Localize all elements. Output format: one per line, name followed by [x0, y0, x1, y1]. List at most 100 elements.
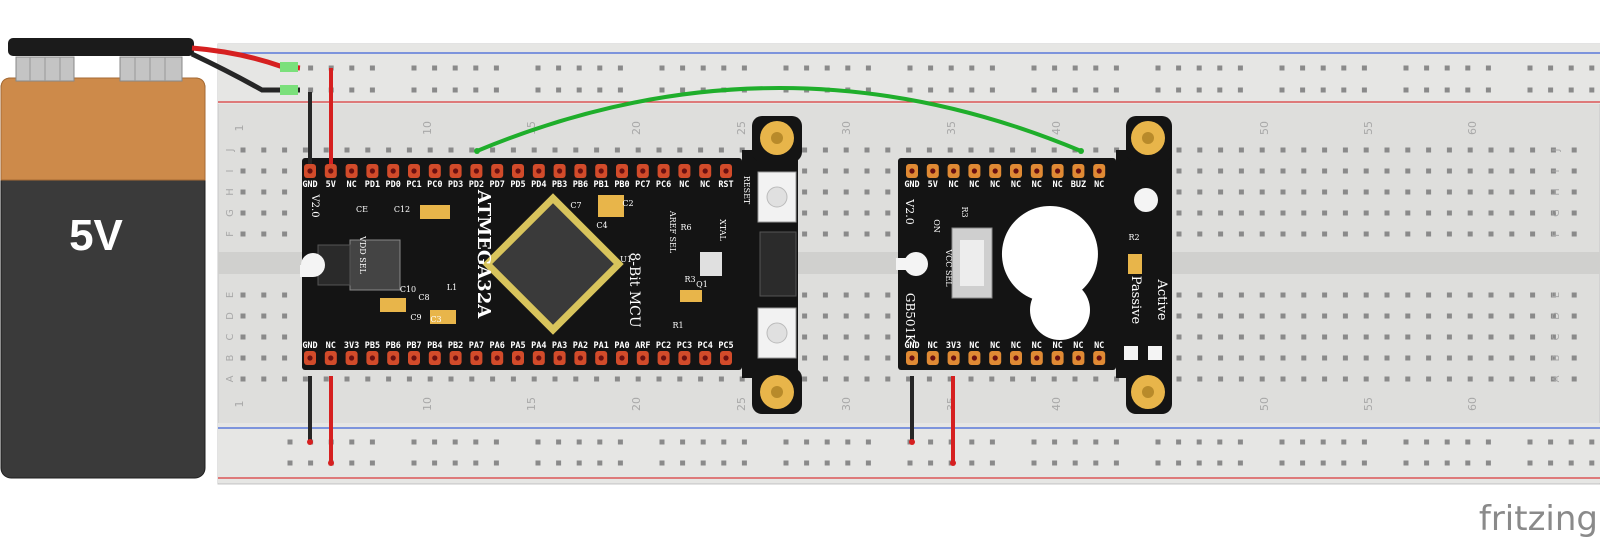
rail-hole — [969, 460, 975, 466]
terminal-hole — [1571, 334, 1577, 340]
rail-hole — [1279, 439, 1285, 445]
terminal-hole — [1176, 231, 1182, 237]
terminal-hole — [843, 334, 849, 340]
terminal-hole — [1509, 334, 1515, 340]
rail-hole — [1237, 460, 1243, 466]
rail-hole — [1361, 460, 1367, 466]
rail-hole — [1300, 460, 1306, 466]
terminal-hole — [1197, 168, 1203, 174]
rail-hole — [1341, 439, 1347, 445]
terminal-hole — [261, 147, 267, 153]
terminal-hole — [1363, 189, 1369, 195]
silkscreen-label: C3 — [430, 315, 441, 324]
terminal-hole — [802, 376, 808, 382]
rail-hole — [1072, 65, 1078, 71]
rail-hole — [1031, 65, 1037, 71]
terminal-hole — [282, 313, 288, 319]
mcu-bottom-pads — [304, 351, 732, 365]
terminal-hole — [1218, 231, 1224, 237]
terminal-hole — [1384, 189, 1390, 195]
rail-hole — [969, 439, 975, 445]
terminal-hole — [1010, 147, 1016, 153]
terminal-hole — [1509, 147, 1515, 153]
terminal-hole — [1197, 334, 1203, 340]
terminal-hole — [1405, 147, 1411, 153]
terminal-hole — [1426, 376, 1432, 382]
terminal-hole — [1238, 189, 1244, 195]
terminal-hole — [1218, 189, 1224, 195]
rail-hole — [1424, 87, 1430, 93]
terminal-hole — [843, 147, 849, 153]
pin-label: NC — [700, 180, 710, 190]
silkscreen-label: C7 — [570, 201, 581, 210]
rail-hole — [535, 460, 541, 466]
rail-hole — [1444, 460, 1450, 466]
pin-label: PC5 — [718, 341, 733, 351]
terminal-hole — [1467, 168, 1473, 174]
rail-hole — [1527, 439, 1533, 445]
terminal-hole — [1197, 313, 1203, 319]
terminal-hole — [365, 376, 371, 382]
pin-label: NC — [969, 341, 979, 351]
rail-hole — [948, 87, 954, 93]
terminal-hole — [261, 313, 267, 319]
terminal-hole — [1530, 210, 1536, 216]
terminal-hole — [386, 376, 392, 382]
terminal-hole — [1218, 376, 1224, 382]
terminal-hole — [261, 355, 267, 361]
terminal-hole — [1301, 189, 1307, 195]
rail-hole — [804, 65, 810, 71]
rail-hole — [1320, 65, 1326, 71]
terminal-hole — [1571, 189, 1577, 195]
rail-hole — [1485, 439, 1491, 445]
terminal-hole — [885, 147, 891, 153]
rail-hole — [369, 439, 375, 445]
jumper-pad-2 — [1148, 346, 1162, 360]
terminal-hole — [885, 355, 891, 361]
rail-hole — [1237, 65, 1243, 71]
row-letter: B — [225, 354, 236, 361]
column-number: 30 — [840, 397, 853, 411]
terminal-hole — [822, 313, 828, 319]
rail-hole — [804, 439, 810, 445]
terminal-hole — [1467, 189, 1473, 195]
column-number: 1 — [233, 125, 246, 132]
row-letter: H — [225, 188, 236, 196]
terminal-hole — [1301, 231, 1307, 237]
terminal-hole — [1259, 292, 1265, 298]
rail-hole — [1093, 439, 1099, 445]
rail-hole — [865, 87, 871, 93]
terminal-hole — [1426, 231, 1432, 237]
terminal-hole — [1509, 313, 1515, 319]
rail-hole — [452, 65, 458, 71]
buzzer-resistor — [1128, 254, 1142, 274]
terminal-hole — [1467, 231, 1473, 237]
terminal-hole — [802, 168, 808, 174]
rail-hole — [1196, 460, 1202, 466]
terminal-hole — [282, 210, 288, 216]
terminal-hole — [1363, 231, 1369, 237]
terminal-hole — [822, 355, 828, 361]
rail-hole — [1527, 65, 1533, 71]
pin-label: PA0 — [614, 341, 629, 351]
terminal-hole — [1405, 210, 1411, 216]
terminal-hole — [1280, 313, 1286, 319]
wire-signal-green — [476, 86, 1082, 153]
rail-hole — [1485, 87, 1491, 93]
rail-hole — [741, 439, 747, 445]
pin-label: NC — [1032, 180, 1042, 190]
terminal-hole — [1488, 355, 1494, 361]
terminal-hole — [1238, 210, 1244, 216]
terminal-hole — [1530, 147, 1536, 153]
rail-hole — [473, 460, 479, 466]
pin-label: PC6 — [656, 180, 671, 190]
terminal-hole — [1342, 210, 1348, 216]
terminal-hole — [1176, 355, 1182, 361]
rail-hole — [865, 439, 871, 445]
terminal-hole — [906, 376, 912, 382]
terminal-hole — [1280, 231, 1286, 237]
terminal-hole — [1550, 210, 1556, 216]
rail-hole — [1403, 460, 1409, 466]
battery-red-lead — [191, 45, 301, 71]
